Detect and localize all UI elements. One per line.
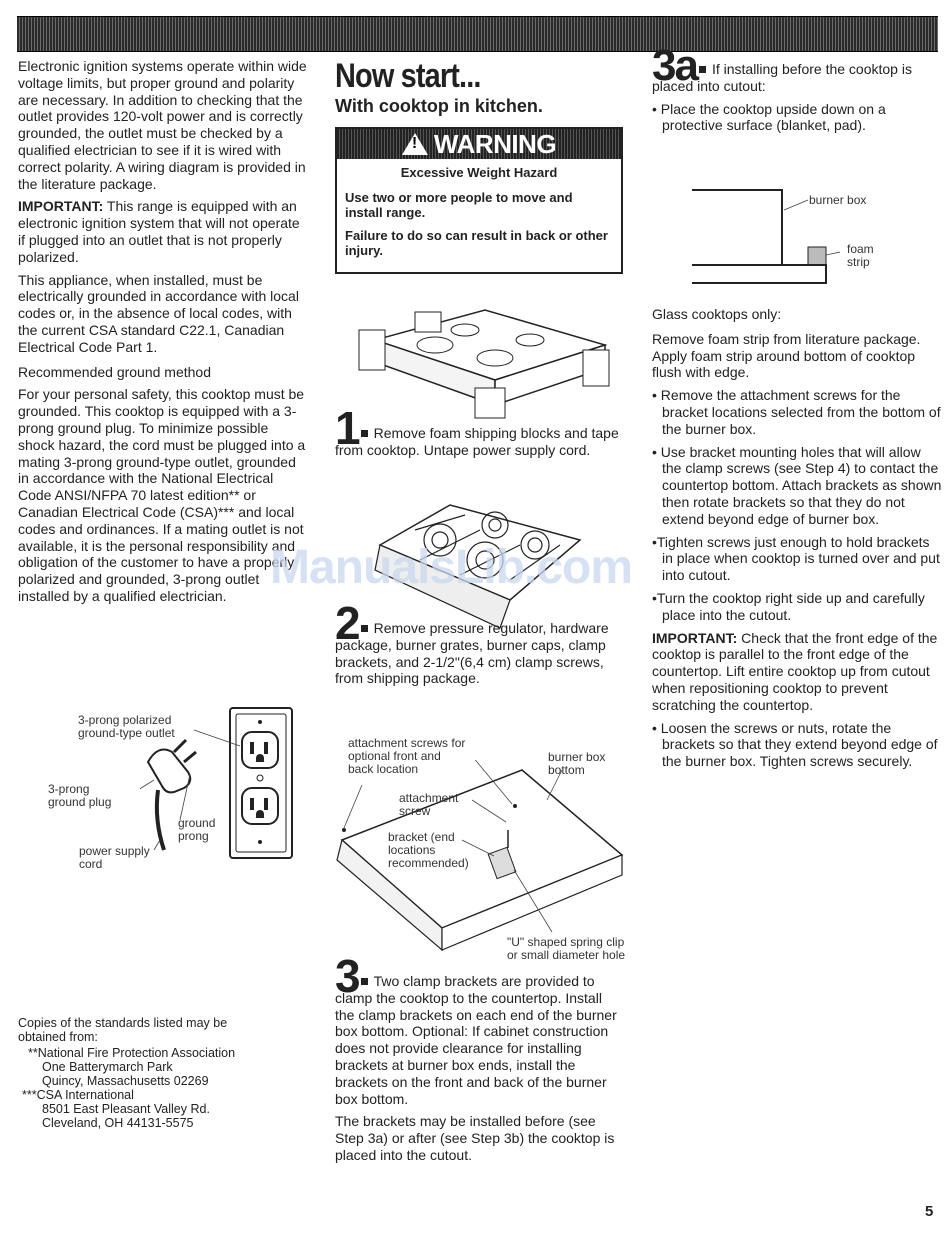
csa-address: ***CSA International 8501 East Pleasant … bbox=[18, 1088, 278, 1130]
warning-header-text: WARNING bbox=[433, 128, 557, 159]
label-plug: 3-prong ground plug bbox=[48, 782, 112, 809]
nfpa-address: **National Fire Protection Association O… bbox=[18, 1046, 278, 1088]
step-2-dot bbox=[360, 625, 368, 632]
page-title: Now start... bbox=[335, 57, 481, 95]
step-3a-dot bbox=[698, 66, 706, 73]
nfpa-name: **National Fire Protection Association bbox=[28, 1046, 236, 1060]
important-edge-label: IMPORTANT: bbox=[652, 629, 738, 646]
bullet-remove-screws: • Remove the attachment screws for the b… bbox=[652, 387, 941, 437]
warning-title: Excessive Weight Hazard bbox=[400, 164, 558, 180]
warning-header: !WARNING bbox=[337, 128, 621, 159]
paragraph-grounding: This appliance, when installed, must be … bbox=[18, 271, 299, 355]
subheading-ground-method: Recommended ground method bbox=[18, 363, 212, 380]
step-3a-intro: If installing before the cooktop is plac… bbox=[652, 61, 912, 94]
warning-text-2: Failure to do so can result in back or o… bbox=[345, 227, 608, 258]
step-3-dot bbox=[360, 978, 368, 985]
step-2-text: Remove pressure regulator, hardware pack… bbox=[335, 620, 609, 687]
label-outlet: 3-prong polarized ground-type outlet bbox=[78, 713, 175, 740]
step-1-dot bbox=[360, 430, 368, 437]
step-3-note: The brackets may be installed before (se… bbox=[335, 1113, 615, 1163]
csa-street: 8501 East Pleasant Valley Rd. bbox=[42, 1102, 210, 1116]
nfpa-street: One Batterymarch Park bbox=[42, 1060, 173, 1074]
page-number: 5 bbox=[925, 1203, 934, 1220]
important-label: IMPORTANT: bbox=[18, 198, 104, 215]
paragraph-important-edge: IMPORTANT: Check that the front edge of … bbox=[652, 630, 942, 714]
warning-text-1: Use two or more people to move and insta… bbox=[345, 189, 573, 220]
cooktop-grates-illustration bbox=[374, 504, 582, 629]
label-spring-clip: "U" shaped spring clip or small diameter… bbox=[507, 935, 626, 962]
paragraph-ignition: Electronic ignition systems operate with… bbox=[18, 58, 307, 192]
foam-instruction: Remove foam strip from literature packag… bbox=[652, 330, 921, 381]
paragraph-safety: For your personal safety, this cooktop m… bbox=[18, 386, 306, 604]
bracket-diagram bbox=[336, 760, 624, 952]
label-ground-prong: ground prong bbox=[178, 816, 216, 843]
csa-name: ***CSA International bbox=[22, 1088, 134, 1102]
label-burner-box-bottom: burner box bottom bbox=[548, 750, 606, 777]
nfpa-city: Quincy, Massachusetts 02269 bbox=[42, 1074, 209, 1088]
column-right-lower: Glass cooktops only: Remove foam strip f… bbox=[652, 306, 942, 776]
glass-cooktops-note: Glass cooktops only: bbox=[652, 306, 782, 322]
label-power-cord: power supply cord bbox=[79, 844, 150, 871]
csa-city: Cleveland, OH 44131-5575 bbox=[42, 1116, 194, 1130]
label-attachment-screws: attachment screws for optional front and… bbox=[348, 736, 466, 776]
warning-icon: ! bbox=[401, 132, 428, 155]
important-text: This range is equipped with an electroni… bbox=[18, 198, 300, 265]
outlet-plug-illustration bbox=[140, 707, 293, 859]
bullet-upside-down: • Place the cooktop upside down on a pro… bbox=[652, 100, 886, 134]
label-foam-strip: foam strip bbox=[847, 242, 874, 269]
bullet-turn-cooktop: •Turn the cooktop right side up and care… bbox=[652, 589, 925, 623]
watermark: ManualsLib.com bbox=[270, 541, 633, 594]
label-burner-box: burner box bbox=[809, 193, 867, 207]
header-bar bbox=[17, 16, 938, 52]
standards-intro: Copies of the standards listed may be ob… bbox=[18, 1016, 228, 1044]
label-attachment-screw: attachment screw bbox=[399, 791, 459, 818]
step-1-text: Remove foam shipping blocks and tape fro… bbox=[335, 425, 619, 458]
warning-body: Excessive Weight Hazard Use two or more … bbox=[337, 159, 621, 272]
bullet-mounting-holes: • Use bracket mounting holes that will a… bbox=[652, 443, 942, 527]
bullet-loosen: • Loosen the screws or nuts, rotate the … bbox=[652, 719, 938, 770]
column-left: Electronic ignition systems operate with… bbox=[18, 58, 308, 611]
cooktop-shipping-illustration bbox=[358, 309, 610, 419]
foam-strip-diagram bbox=[692, 189, 840, 284]
page-subtitle: With cooktop in kitchen. bbox=[335, 96, 543, 116]
important-edge-text: Check that the front edge of the cooktop… bbox=[652, 629, 938, 713]
step-3-text: Two clamp brackets are provided to clamp… bbox=[335, 973, 617, 1107]
label-bracket: bracket (end locations recommended) bbox=[388, 830, 469, 870]
bullet-tighten: •Tighten screws just enough to hold brac… bbox=[652, 533, 940, 584]
column-middle: Now start... With cooktop in kitchen. !W… bbox=[335, 58, 625, 274]
warning-box: !WARNING Excessive Weight Hazard Use two… bbox=[335, 126, 623, 274]
paragraph-important: IMPORTANT: This range is equipped with a… bbox=[18, 198, 308, 265]
standards-block: Copies of the standards listed may be ob… bbox=[18, 1016, 278, 1130]
